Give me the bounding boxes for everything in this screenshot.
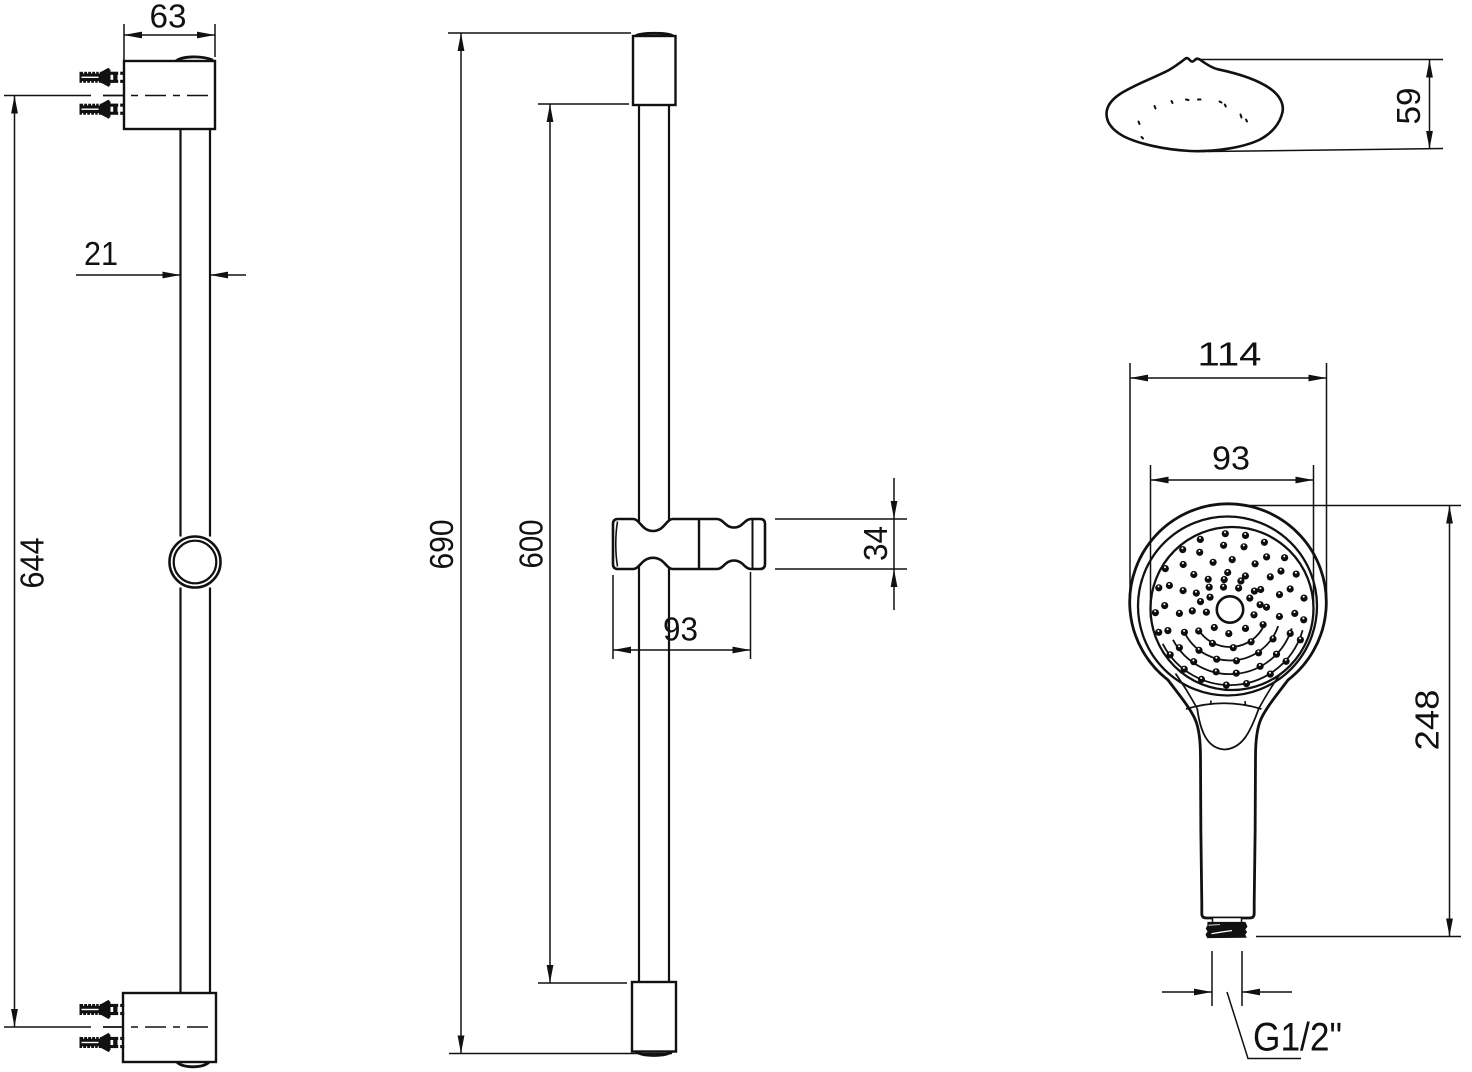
- svg-text:114: 114: [1198, 336, 1262, 373]
- svg-text:644: 644: [14, 538, 51, 589]
- svg-text:59: 59: [1390, 88, 1427, 125]
- svg-text:93: 93: [663, 611, 698, 648]
- svg-text:600: 600: [513, 520, 550, 569]
- svg-text:G1/2": G1/2": [1253, 1016, 1342, 1060]
- svg-text:63: 63: [150, 0, 187, 35]
- svg-text:690: 690: [423, 520, 460, 570]
- svg-text:21: 21: [84, 235, 118, 272]
- svg-text:93: 93: [1212, 440, 1250, 477]
- svg-text:248: 248: [1409, 690, 1446, 751]
- svg-text:34: 34: [857, 526, 894, 561]
